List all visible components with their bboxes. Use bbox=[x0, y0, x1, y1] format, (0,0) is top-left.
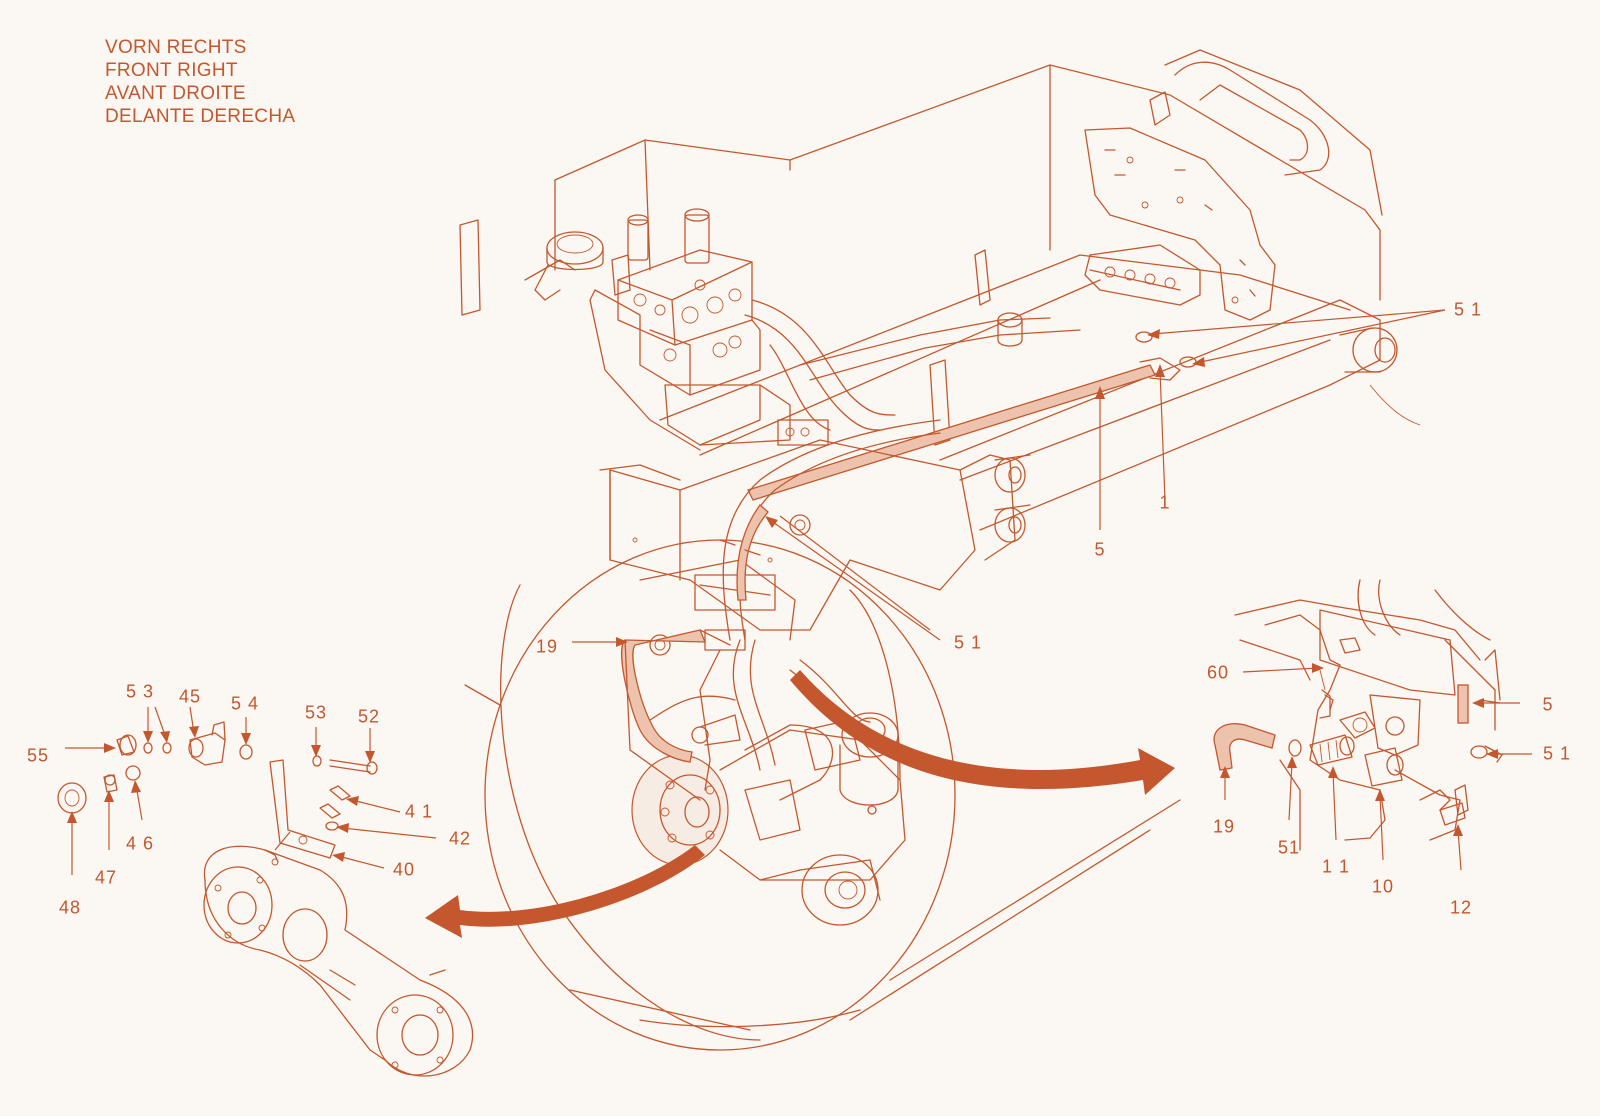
drum bbox=[464, 539, 1181, 1051]
callout-19-detail: 19 bbox=[1212, 816, 1236, 837]
callout-51-detail-bottom: 51 bbox=[1277, 837, 1301, 858]
callout-42: 42 bbox=[448, 828, 472, 849]
location-fr: AVANT DROITE bbox=[105, 83, 246, 104]
callout-11: 1 1 bbox=[1321, 856, 1351, 877]
drive-motor bbox=[631, 634, 906, 926]
callout-5-detail: 5 bbox=[1542, 694, 1554, 715]
callout-47: 47 bbox=[94, 867, 118, 888]
callout-46: 4 6 bbox=[125, 833, 155, 854]
hose-up bbox=[719, 419, 941, 641]
callout-53-left: 5 3 bbox=[125, 681, 155, 702]
callout-51-top: 5 1 bbox=[1453, 299, 1483, 320]
callout-55: 55 bbox=[26, 745, 50, 766]
callout-1: 1 bbox=[1159, 492, 1171, 513]
bracket-detail-right bbox=[1213, 579, 1503, 851]
callout-48: 48 bbox=[58, 897, 82, 918]
callout-51-detail-right: 5 1 bbox=[1542, 743, 1572, 764]
callout-40: 40 bbox=[392, 859, 416, 880]
exploded-parts-left bbox=[57, 721, 378, 859]
leader-lines bbox=[65, 309, 1532, 875]
callout-60: 60 bbox=[1206, 662, 1230, 683]
location-en: FRONT RIGHT bbox=[105, 60, 238, 81]
callout-45: 45 bbox=[178, 686, 202, 707]
callout-53-mid: 53 bbox=[304, 702, 328, 723]
callout-51-mid: 5 1 bbox=[953, 632, 983, 653]
callout-5-main: 5 bbox=[1094, 539, 1106, 560]
swing-arm-detail bbox=[203, 845, 474, 1077]
callout-10: 10 bbox=[1371, 876, 1395, 897]
callout-41: 4 1 bbox=[404, 801, 434, 822]
callout-19-main: 19 bbox=[535, 636, 559, 657]
location-es: DELANTE DERECHA bbox=[105, 106, 296, 127]
callout-12: 12 bbox=[1449, 897, 1473, 918]
detail-arrows bbox=[425, 670, 1175, 938]
machine-frame bbox=[459, 49, 1421, 641]
callout-52: 52 bbox=[357, 706, 381, 727]
location-legend: VORN RECHTS FRONT RIGHT AVANT DROITE DEL… bbox=[105, 36, 295, 128]
location-de: VORN RECHTS bbox=[105, 37, 247, 58]
callout-54: 5 4 bbox=[230, 693, 260, 714]
